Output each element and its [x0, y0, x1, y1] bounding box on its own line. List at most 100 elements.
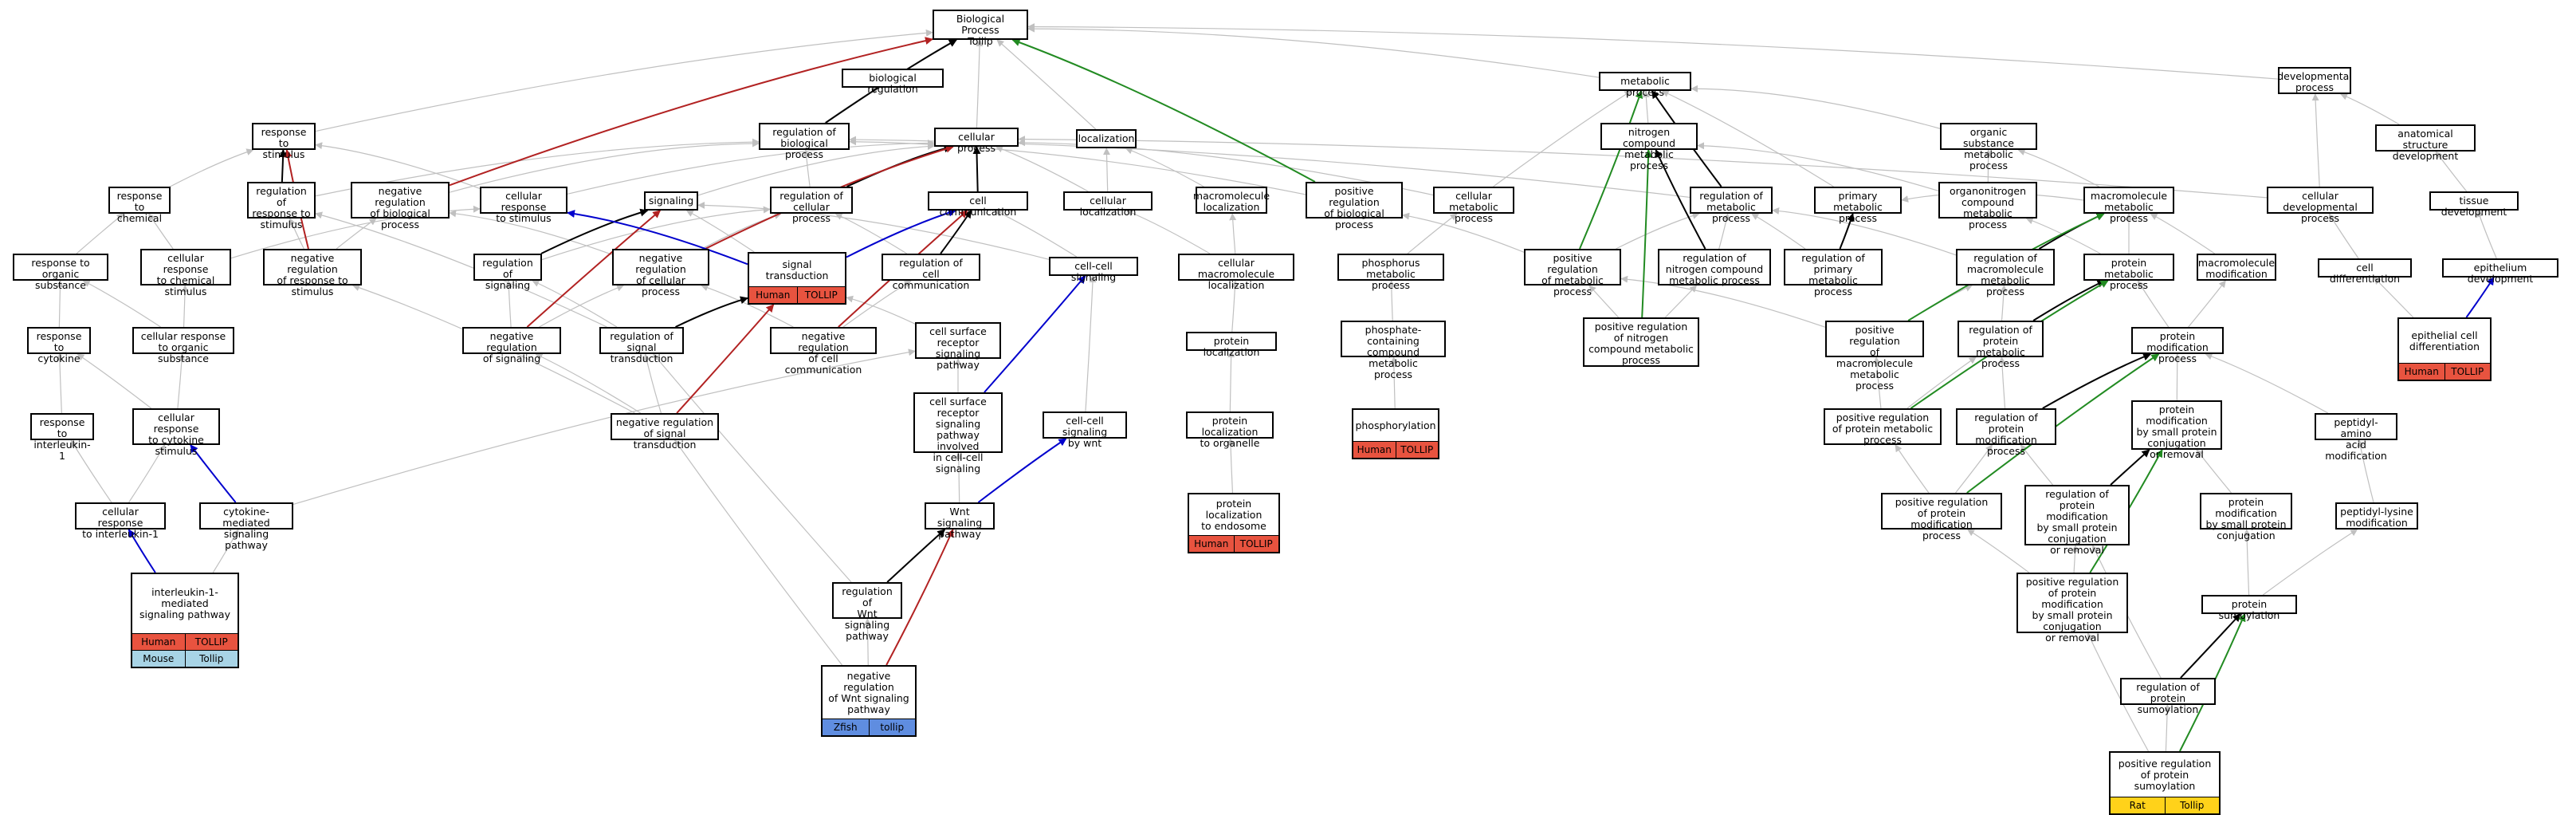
- go-term-label: nitrogen compound metabolic process: [1622, 126, 1676, 171]
- go-term-rtcy[interactable]: response to cytokine: [27, 327, 91, 364]
- go-term-osmp[interactable]: organic substance metabolic process: [1940, 123, 2037, 171]
- go-term-td[interactable]: tissue development: [2429, 191, 2519, 218]
- go-term-mm[interactable]: macromolecule modification: [2197, 254, 2276, 281]
- go-term-nrst[interactable]: negative regulation of signal transducti…: [611, 413, 719, 451]
- go-term-csrsp[interactable]: cell surface receptor signaling pathway: [915, 322, 1001, 371]
- edge-st-to-sig: [685, 210, 755, 253]
- go-term-nrrs[interactable]: negative regulation of response to stimu…: [263, 249, 362, 297]
- go-term-i1sp[interactable]: interleukin-1-mediated signaling pathway…: [131, 573, 239, 668]
- go-term-rpm[interactable]: regulation of protein modification proce…: [1956, 408, 2056, 457]
- go-term-prtmp[interactable]: protein metabolic process: [2083, 254, 2174, 291]
- go-term-rsig[interactable]: regulation of signaling: [473, 254, 542, 291]
- go-term-nrcp[interactable]: negative regulation of cellular process: [612, 249, 709, 297]
- go-term-rrs[interactable]: regulation of response to stimulus: [247, 182, 316, 230]
- go-term-br[interactable]: biological regulation: [842, 69, 944, 95]
- go-term-crs[interactable]: cellular response to stimulus: [480, 187, 567, 224]
- go-term-cri1[interactable]: cellular response to interleukin-1: [75, 502, 166, 540]
- edge-cc-to-cp: [972, 146, 981, 192]
- go-term-rmmp[interactable]: regulation of macromolecule metabolic pr…: [1956, 249, 2055, 297]
- go-term-prbp[interactable]: positive regulation of biological proces…: [1306, 182, 1403, 230]
- go-term-prpmsp[interactable]: positive regulation of protein modificat…: [2016, 573, 2128, 644]
- go-term-rti1[interactable]: response to interleukin-1: [30, 413, 94, 462]
- go-term-dp[interactable]: developmental process: [2277, 67, 2352, 94]
- go-term-ed[interactable]: epithelium development: [2442, 258, 2558, 285]
- edge-nrrs-to-nrbp: [336, 218, 377, 250]
- go-term-cmsp[interactable]: cytokine-mediated signaling pathway: [199, 502, 293, 551]
- go-term-cdiff[interactable]: cell differentiation: [2318, 258, 2412, 285]
- go-term-wsp[interactable]: Wnt signaling pathway: [925, 502, 995, 540]
- go-term-pmp[interactable]: primary metabolic process: [1814, 187, 1902, 224]
- edge-rpmp-to-pmp: [1839, 213, 1855, 250]
- go-term-prps[interactable]: positive regulation of protein sumoylati…: [2109, 751, 2221, 815]
- go-term-bp[interactable]: Biological Process Tollip: [933, 10, 1028, 47]
- go-term-loc[interactable]: localization: [1076, 129, 1137, 148]
- go-term-rtos[interactable]: response to organic substance: [13, 254, 108, 291]
- go-term-label: negative regulation of signaling: [482, 330, 541, 364]
- go-term-mmp[interactable]: macromolecule metabolic process: [2083, 187, 2174, 224]
- go-term-nrwsp[interactable]: negative regulation of Wnt signaling pat…: [821, 665, 917, 737]
- go-term-mp[interactable]: metabolic process: [1599, 72, 1691, 98]
- edge-rcc-to-cc: [940, 210, 972, 254]
- go-term-pmsp[interactable]: protein modification by small protein co…: [2131, 400, 2222, 460]
- edge-cdp-to-cp: [1018, 136, 2268, 199]
- go-term-rncmp[interactable]: regulation of nitrogen compound metaboli…: [1658, 249, 1771, 286]
- go-term-phmp[interactable]: phosphorus metabolic process: [1337, 254, 1444, 291]
- go-term-ccsw[interactable]: cell-cell signaling by wnt: [1043, 411, 1127, 449]
- go-term-rps[interactable]: regulation of protein sumoylation: [2120, 678, 2216, 715]
- gene-badge: TOLLIP: [1395, 442, 1438, 458]
- go-term-pccmp[interactable]: phosphate-containing compound metabolic …: [1341, 321, 1446, 380]
- edge-rst-to-st: [675, 296, 748, 328]
- go-term-pmspc[interactable]: protein modification by small protein co…: [2200, 493, 2292, 541]
- edge-plm-to-pam: [2357, 439, 2374, 503]
- go-term-prmp[interactable]: positive regulation of metabolic process: [1524, 249, 1621, 297]
- go-term-ocmp[interactable]: organonitrogen compound metabolic proces…: [1938, 182, 2037, 230]
- go-term-cp[interactable]: cellular process: [934, 128, 1019, 154]
- go-term-rcp[interactable]: regulation of cellular process: [770, 187, 853, 224]
- go-term-rst[interactable]: regulation of signal transduction: [599, 327, 684, 364]
- go-term-asd[interactable]: anatomical structure development: [2375, 124, 2476, 162]
- go-term-sig[interactable]: signaling: [644, 191, 698, 211]
- go-term-label: positive regulation of macromolecule met…: [1836, 324, 1914, 392]
- go-term-plm[interactable]: peptidyl-lysine modification: [2335, 502, 2418, 530]
- go-term-cl[interactable]: cellular localization: [1063, 191, 1153, 218]
- go-term-ps[interactable]: protein sumoylation: [2201, 595, 2297, 621]
- go-term-rbp[interactable]: regulation of biological process: [759, 123, 850, 160]
- edge-csrsp-to-st: [846, 295, 916, 325]
- go-term-cc[interactable]: cell communication: [928, 191, 1028, 218]
- go-term-csrspc[interactable]: cell surface receptor signaling pathway …: [913, 392, 1003, 474]
- go-term-ncmp[interactable]: nitrogen compound metabolic process: [1600, 123, 1698, 171]
- go-term-rmp[interactable]: regulation of metabolic process: [1690, 187, 1773, 224]
- go-term-cdp[interactable]: cellular developmental process: [2267, 187, 2374, 224]
- go-term-rtc[interactable]: response to chemical: [108, 187, 171, 224]
- edge-cml-to-cl: [1125, 210, 1211, 254]
- go-term-cml[interactable]: cellular macromolecule localization: [1178, 254, 1294, 291]
- go-term-ml[interactable]: macromolecule localization: [1193, 187, 1270, 214]
- go-term-pl[interactable]: protein localization: [1186, 332, 1277, 358]
- go-term-rwsp[interactable]: regulation of Wnt signaling pathway: [832, 582, 902, 642]
- go-term-rpmp[interactable]: regulation of primary metabolic process: [1784, 249, 1883, 297]
- go-term-prmmp[interactable]: positive regulation of macromolecule met…: [1825, 321, 1924, 392]
- go-term-rcc[interactable]: regulation of cell communication: [882, 254, 980, 291]
- go-term-prprtmp[interactable]: positive regulation of protein metabolic…: [1824, 408, 1942, 446]
- go-term-prncmp[interactable]: positive regulation of nitrogen compound…: [1583, 317, 1699, 367]
- go-term-nrcc[interactable]: negative regulation of cell communicatio…: [770, 327, 877, 376]
- go-term-prpm[interactable]: positive regulation of protein modificat…: [1881, 493, 2002, 541]
- go-term-crtos[interactable]: cellular response to organic substance: [132, 327, 234, 364]
- go-term-crtc[interactable]: cellular response to cytokine stimulus: [132, 408, 220, 457]
- go-term-rts[interactable]: response to stimulus: [252, 123, 316, 160]
- go-term-ccs[interactable]: cell-cell signaling: [1049, 257, 1138, 283]
- go-term-rpmsp[interactable]: regulation of protein modification by sm…: [2024, 485, 2130, 556]
- go-term-plo[interactable]: protein localization to organelle: [1186, 411, 1274, 449]
- edge-pmp-to-mp: [1661, 90, 1834, 187]
- go-term-rprtmp[interactable]: regulation of protein metabolic process: [1958, 321, 2044, 369]
- go-term-nrsig[interactable]: negative regulation of signaling: [462, 327, 561, 364]
- go-term-nrbp[interactable]: negative regulation of biological proces…: [351, 182, 450, 230]
- go-term-cmp[interactable]: cellular metabolic process: [1433, 187, 1514, 224]
- go-term-pm[interactable]: protein modification process: [2131, 327, 2224, 364]
- go-term-pam[interactable]: peptidyl-amino acid modification: [2315, 413, 2397, 462]
- go-term-crcs[interactable]: cellular response to chemical stimulus: [140, 249, 231, 297]
